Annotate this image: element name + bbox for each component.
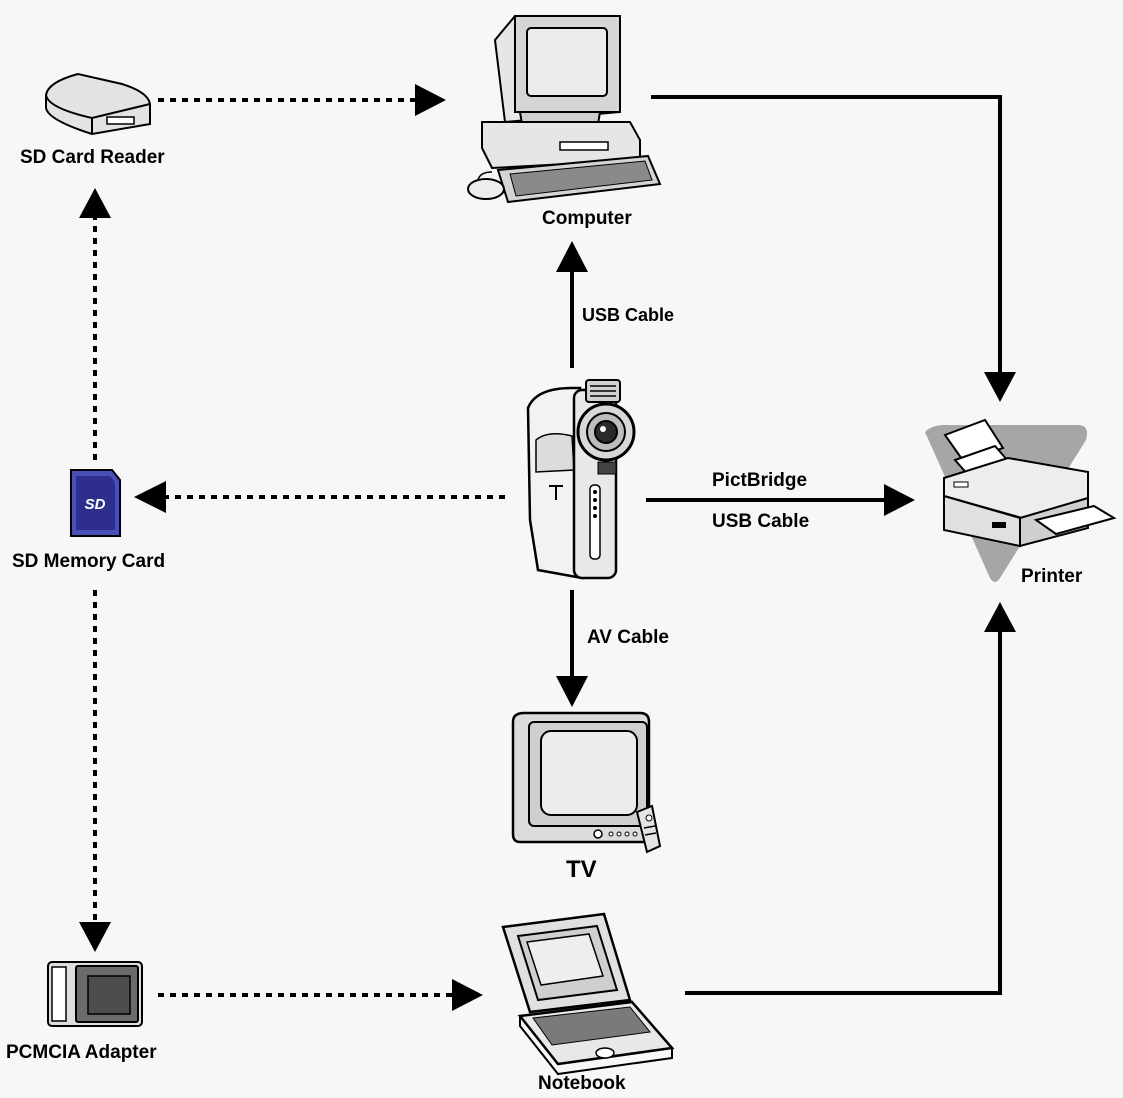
connector-reader-to-computer (158, 84, 446, 116)
card-reader-icon (45, 72, 151, 136)
desktop-computer-icon (467, 15, 662, 204)
printer-icon (925, 418, 1117, 582)
arrowhead (452, 979, 483, 1011)
tv-icon (511, 711, 662, 854)
usb-cable-computer-label: USB Cable (582, 305, 675, 325)
connector-camcorder-to-printer (646, 484, 915, 516)
arrowhead (984, 602, 1016, 632)
connector-pcmcia-to-notebook (158, 979, 483, 1011)
connector-camcorder-to-computer (556, 241, 588, 368)
sd-card-icon: SD (70, 469, 121, 537)
arrowhead (79, 188, 111, 218)
av-cable-label: AV Cable (587, 627, 670, 648)
notebook-label: Notebook (538, 1073, 626, 1094)
arrowhead (134, 481, 166, 513)
connector-notebook-to-printer (685, 602, 1016, 995)
pcmcia-adapter-icon (47, 961, 143, 1027)
connector-camcorder-to-tv (556, 590, 588, 707)
tv-label: TV (566, 856, 597, 883)
printer-label: Printer (1021, 566, 1083, 587)
arrowhead (415, 84, 446, 116)
pcmcia-adapter-label: PCMCIA Adapter (6, 1042, 157, 1063)
laptop-icon (501, 912, 675, 1076)
connector-card-to-pcmcia (79, 590, 111, 952)
arrowhead (884, 484, 915, 516)
arrowhead (556, 676, 588, 707)
computer-label: Computer (542, 208, 632, 229)
connector-computer-to-printer (651, 95, 1016, 402)
usb-cable-printer-label: USB Cable (712, 511, 810, 532)
arrowhead (79, 922, 111, 952)
sd-card-reader-label: SD Card Reader (20, 147, 165, 168)
arrowhead (984, 372, 1016, 402)
arrowhead (556, 241, 588, 272)
sd-card-logo: SD (85, 496, 106, 513)
pictbridge-label: PictBridge (712, 470, 808, 491)
camcorder-icon (526, 379, 636, 580)
connector-card-to-reader (79, 188, 111, 460)
connector-camcorder-to-card (134, 481, 505, 513)
sd-memory-card-label: SD Memory Card (12, 551, 166, 572)
